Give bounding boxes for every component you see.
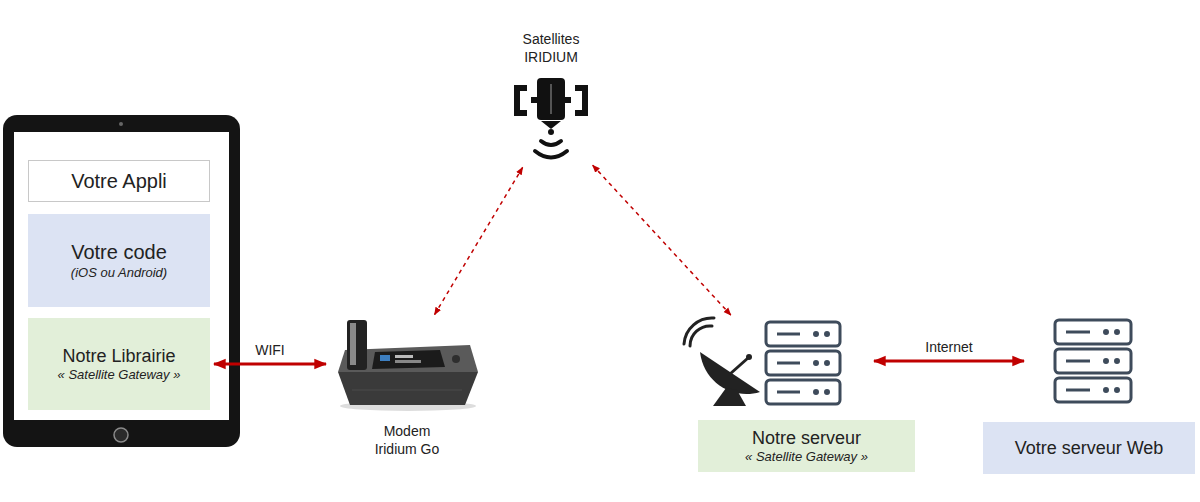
tablet (3, 115, 240, 447)
node-subtitle: « Satellite Gateway » (58, 367, 181, 383)
satellite-icon (517, 78, 585, 158)
icon-area (330, 318, 480, 410)
modem-illustration (338, 320, 478, 411)
icon-area (1028, 318, 1138, 404)
ground-station-icon (684, 318, 760, 406)
library-box: Notre Librairie« Satellite Gateway » (28, 318, 210, 410)
satellite-link (435, 167, 523, 314)
icon-area (680, 318, 870, 408)
node-title: Satellites IRIDIUM (501, 31, 601, 66)
network-link (874, 360, 1024, 363)
node-subtitle: (iOS ou Android) (71, 265, 167, 281)
edge-label: Internet (922, 339, 975, 356)
node-title: Notre serveur (752, 427, 861, 450)
web-server-node: Votre serveur Web (983, 318, 1195, 476)
satellite-node: Satellites IRIDIUM (495, 22, 607, 166)
node-title: Votre serveur Web (1015, 437, 1164, 460)
node-title: Notre Librairie (62, 345, 175, 368)
modem-node: Modem Iridium Go (325, 318, 490, 460)
icon-area (512, 76, 590, 164)
server-stack-icon (1055, 320, 1131, 402)
edge-label: WIFI (252, 342, 288, 359)
code-box: Votre code(iOS ou Android) (28, 214, 210, 307)
node-title: Votre code (71, 240, 167, 265)
server-stack-icon (766, 322, 840, 404)
label-box: Votre serveur Web (983, 422, 1195, 474)
app-box: Votre Appli (28, 160, 210, 202)
network-link (214, 363, 326, 366)
label-box: Notre serveur« Satellite Gateway » (698, 420, 915, 472)
node-title: Votre Appli (71, 169, 167, 194)
node-subtitle: « Satellite Gateway » (745, 449, 868, 465)
node-title: Modem Iridium Go (367, 423, 447, 458)
gateway-server-node: Notre serveur« Satellite Gateway » (680, 318, 920, 474)
label-box: Modem Iridium Go (367, 418, 447, 463)
label-box: Satellites IRIDIUM (501, 26, 601, 71)
satellite-link (593, 165, 731, 315)
